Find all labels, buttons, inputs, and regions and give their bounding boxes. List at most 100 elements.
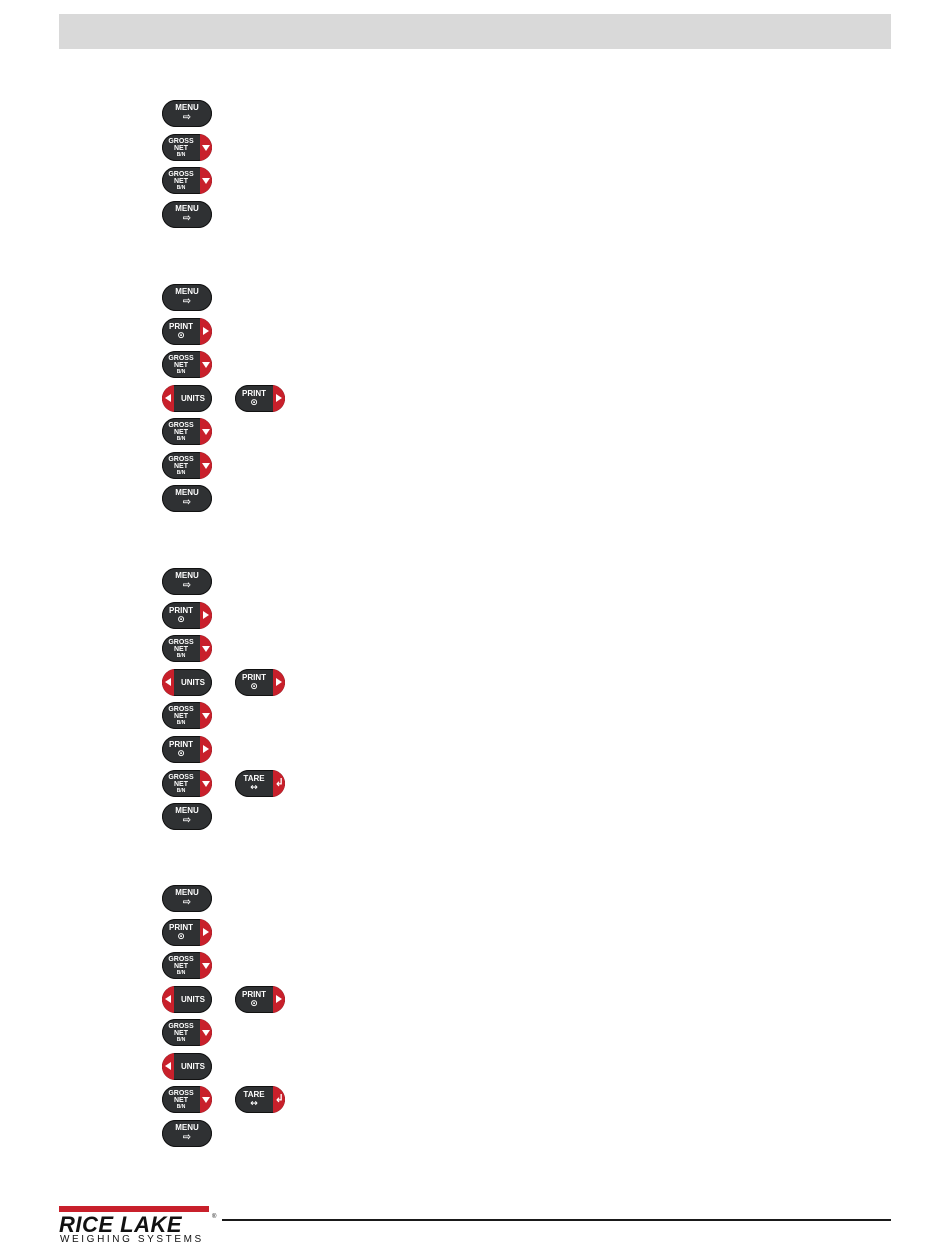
down-arrow-icon (202, 781, 210, 787)
menu-key-label: MENU⇨ (162, 885, 212, 912)
print-key: PRINT⊙ (235, 385, 285, 412)
right-arrow-icon (203, 745, 209, 753)
print-key-label: PRINT⊙ (162, 919, 200, 946)
menu-key-text: MENU (175, 888, 199, 897)
tare-key: ↲TARE↔ (235, 1086, 285, 1113)
tare-key: ↲TARE↔ (235, 770, 285, 797)
menu-key-label: MENU⇨ (162, 100, 212, 127)
menu-key-text: MENU (175, 806, 199, 815)
bn-text: B/N (176, 469, 186, 476)
print-icon: ⊙ (250, 998, 258, 1009)
net-text: NET (174, 780, 188, 788)
bn-text: B/N (176, 787, 186, 794)
exit-icon: ⇨ (182, 815, 192, 826)
print-key-label: PRINT⊙ (235, 986, 273, 1013)
logo-stripe (59, 1206, 209, 1212)
print-text: PRINT (242, 672, 266, 682)
gross-text: GROSS (168, 773, 194, 781)
right-arrow-icon (203, 928, 209, 936)
menu-key: MENU⇨ (162, 803, 212, 830)
tare-icon: ↔ (250, 782, 258, 793)
net-text: NET (174, 361, 188, 369)
menu-key-text: MENU (175, 571, 199, 580)
down-arrow-icon (202, 145, 210, 151)
menu-key-label: MENU⇨ (162, 803, 212, 830)
menu-key: MENU⇨ (162, 485, 212, 512)
menu-key: MENU⇨ (162, 284, 212, 311)
bn-text: B/N (176, 151, 186, 158)
print-icon: ⊙ (177, 748, 185, 759)
menu-key-label: MENU⇨ (162, 284, 212, 311)
down-arrow-icon (202, 1030, 210, 1036)
gross-text: GROSS (168, 638, 194, 646)
down-arrow-icon (202, 713, 210, 719)
right-arrow-icon (203, 611, 209, 619)
units-key: UNITS (162, 385, 212, 412)
menu-key: MENU⇨ (162, 885, 212, 912)
footer-rule (222, 1219, 891, 1221)
tare-icon: ↔ (250, 1098, 258, 1109)
print-text: PRINT (169, 922, 193, 932)
net-text: NET (174, 462, 188, 470)
gross-text: GROSS (168, 955, 194, 963)
down-arrow-icon (202, 1097, 210, 1103)
rice-lake-logo: RICE LAKE ® WEIGHING SYSTEMS (59, 1204, 219, 1248)
print-icon: ⊙ (250, 681, 258, 692)
print-key: PRINT⊙ (162, 602, 212, 629)
exit-icon: ⇨ (182, 296, 192, 307)
print-key: PRINT⊙ (162, 318, 212, 345)
print-icon: ⊙ (177, 614, 185, 625)
gross-text: GROSS (168, 1022, 194, 1030)
right-arrow-icon (276, 678, 282, 686)
net-text: NET (174, 1096, 188, 1104)
print-key-label: PRINT⊙ (162, 736, 200, 763)
net-text: NET (174, 712, 188, 720)
units-key: UNITS (162, 669, 212, 696)
bn-text: B/N (176, 1103, 186, 1110)
bn-text: B/N (176, 969, 186, 976)
menu-key-label: MENU⇨ (162, 1120, 212, 1147)
enter-icon: ↲ (274, 776, 284, 789)
exit-icon: ⇨ (182, 112, 192, 123)
gross-text: GROSS (168, 170, 194, 178)
print-key: PRINT⊙ (235, 986, 285, 1013)
left-arrow-icon (165, 678, 171, 686)
right-arrow-icon (276, 394, 282, 402)
print-key-label: PRINT⊙ (235, 669, 273, 696)
bn-text: B/N (176, 368, 186, 375)
net-text: NET (174, 144, 188, 152)
net-text: NET (174, 177, 188, 185)
units-key-label: UNITS (174, 1053, 212, 1080)
bn-text: B/N (176, 184, 186, 191)
print-key: PRINT⊙ (235, 669, 285, 696)
net-text: NET (174, 962, 188, 970)
down-arrow-icon (202, 362, 210, 368)
menu-key: MENU⇨ (162, 1120, 212, 1147)
print-icon: ⊙ (250, 397, 258, 408)
menu-key-text: MENU (175, 488, 199, 497)
right-arrow-icon (203, 327, 209, 335)
left-arrow-icon (165, 394, 171, 402)
menu-key-text: MENU (175, 287, 199, 296)
menu-key-label: MENU⇨ (162, 568, 212, 595)
exit-icon: ⇨ (182, 213, 192, 224)
menu-key-text: MENU (175, 103, 199, 112)
menu-key: MENU⇨ (162, 100, 212, 127)
net-text: NET (174, 1029, 188, 1037)
bn-text: B/N (176, 1036, 186, 1043)
menu-key: MENU⇨ (162, 568, 212, 595)
units-text: UNITS (181, 1061, 205, 1071)
